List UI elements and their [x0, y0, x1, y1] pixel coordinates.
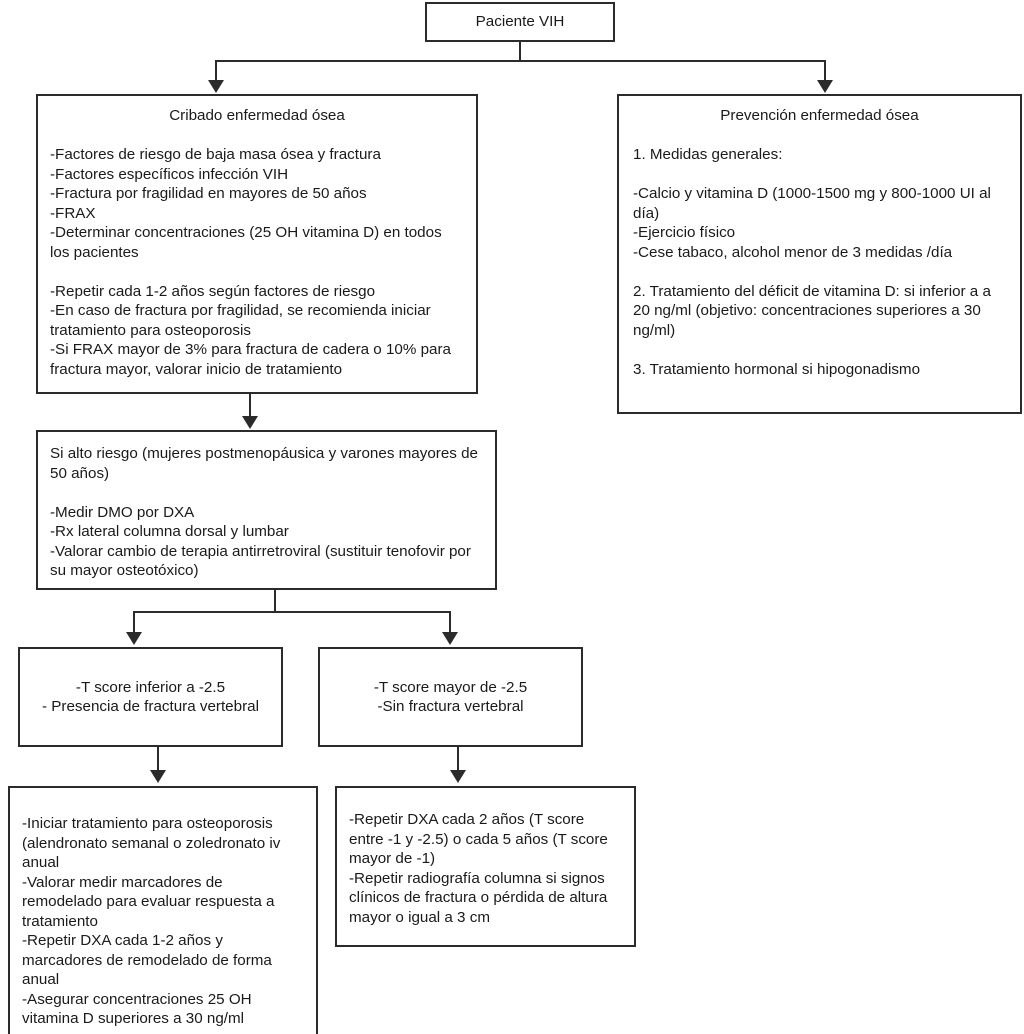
node-alto-riesgo-block-1: Si alto riesgo (mujeres postmenopáusica … [50, 445, 483, 482]
node-cribado-enfermedad-osea: Cribado enfermedad ósea -Factores de rie… [36, 94, 478, 394]
node-tscore-mayor: -T score mayor de -2.5 -Sin fractura ver… [318, 647, 583, 747]
connector-altoriesgo-stem [274, 590, 276, 612]
connector-root-bus [215, 60, 825, 62]
arrowhead-to-alto-riesgo [242, 416, 258, 429]
alto-riesgo-gap-1 [50, 483, 483, 503]
connector-cribado-to-alto-riesgo [249, 394, 251, 417]
node-alto-riesgo: Si alto riesgo (mujeres postmenopáusica … [36, 430, 497, 590]
node-tscore-inferior: -T score inferior a -2.5 - Presencia de … [18, 647, 283, 747]
node-prevencion-block-1: 1. Medidas generales: [633, 146, 783, 163]
prevencion-gap-1 [633, 126, 1006, 146]
node-paciente-vih-label: Paciente VIH [475, 13, 565, 31]
connector-root-stem [519, 42, 521, 61]
cribado-gap-1 [50, 126, 464, 146]
connector-root-right-drop [824, 60, 826, 81]
node-cribado-block-2: -Repetir cada 1-2 años según factores de… [50, 282, 451, 378]
node-prevencion-block-2: -Calcio y vitamina D (1000-1500 mg y 800… [633, 185, 991, 261]
node-paciente-vih: Paciente VIH [425, 2, 615, 42]
prevencion-gap-2 [633, 165, 1006, 185]
node-cribado-title: Cribado enfermedad ósea [169, 107, 345, 124]
arrowhead-to-prevencion [817, 80, 833, 93]
node-prevencion-enfermedad-osea: Prevención enfermedad ósea 1. Medidas ge… [617, 94, 1022, 414]
node-seguimiento-text: -Repetir DXA cada 2 años (T score entre … [349, 811, 608, 926]
node-tscore-mayor-text: -T score mayor de -2.5 -Sin fractura ver… [373, 678, 528, 716]
connector-tscore-inferior-to-tratamiento [157, 747, 159, 771]
arrowhead-to-cribado [208, 80, 224, 93]
node-prevencion-block-3: 2. Tratamiento del déficit de vitamina D… [633, 282, 996, 339]
connector-altoriesgo-right-drop [449, 611, 451, 633]
node-prevencion-title: Prevención enfermedad ósea [720, 107, 919, 124]
cribado-gap-2 [50, 262, 464, 282]
connector-tscore-mayor-to-seguimiento [457, 747, 459, 771]
connector-altoriesgo-left-drop [133, 611, 135, 633]
node-cribado-block-1: -Factores de riesgo de baja masa ósea y … [50, 146, 442, 261]
prevencion-gap-3 [633, 262, 1006, 282]
node-seguimiento-dxa: -Repetir DXA cada 2 años (T score entre … [335, 786, 636, 947]
node-alto-riesgo-block-2: -Medir DMO por DXA -Rx lateral columna d… [50, 503, 471, 580]
node-tratamiento-osteoporosis: -Iniciar tratamiento para osteoporosis (… [8, 786, 318, 1034]
connector-altoriesgo-bus [133, 611, 451, 613]
arrowhead-to-tratamiento [150, 770, 166, 783]
arrowhead-to-tscore-bajo [126, 632, 142, 645]
arrowhead-to-tscore-alto [442, 632, 458, 645]
connector-root-left-drop [215, 60, 217, 81]
node-prevencion-block-4: 3. Tratamiento hormonal si hipogonadismo [633, 360, 921, 378]
arrowhead-to-seguimiento [450, 770, 466, 783]
node-tscore-inferior-text: -T score inferior a -2.5 - Presencia de … [42, 678, 259, 716]
node-tratamiento-text: -Iniciar tratamiento para osteoporosis (… [22, 815, 281, 1027]
prevencion-gap-4 [633, 340, 1006, 360]
